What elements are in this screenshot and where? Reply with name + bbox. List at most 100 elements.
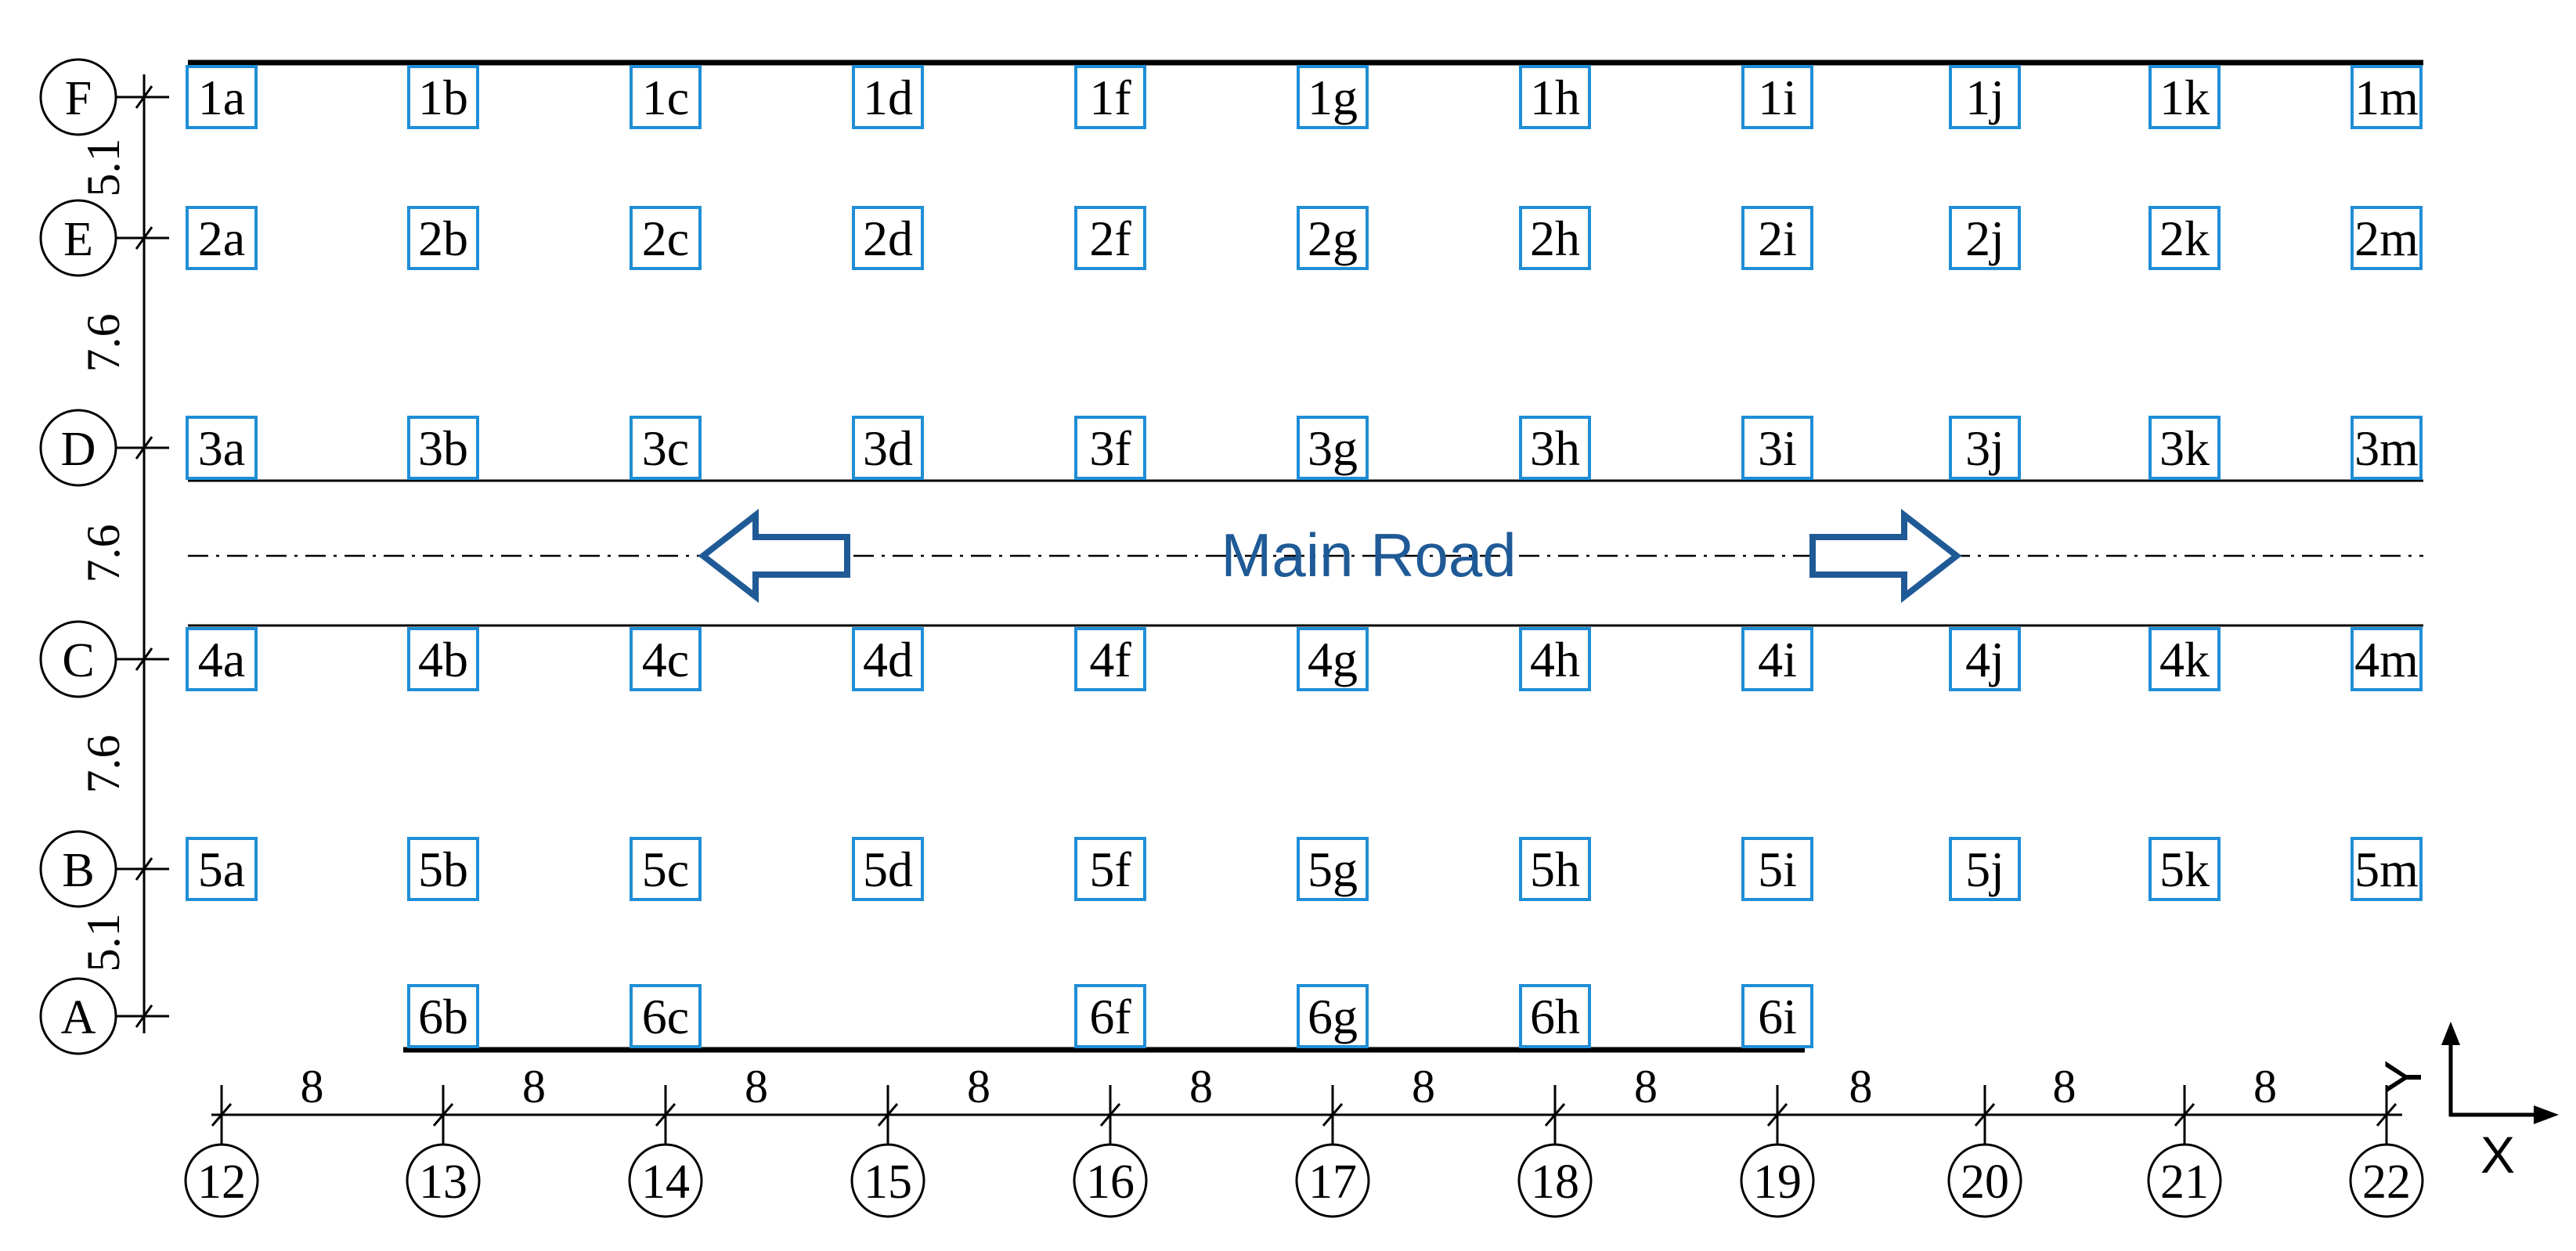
column-label: 6i bbox=[1758, 989, 1797, 1044]
column-box bbox=[852, 627, 924, 691]
column-label: 6g bbox=[1308, 989, 1358, 1044]
column-2h: 2h bbox=[1519, 206, 1591, 270]
column-label: 2b bbox=[418, 211, 468, 266]
column-5i: 5i bbox=[1741, 837, 1813, 901]
row-tick bbox=[135, 647, 153, 671]
column-1g: 1g bbox=[1297, 65, 1369, 129]
main-road: Main Road bbox=[188, 508, 2423, 604]
column-1c: 1c bbox=[630, 65, 702, 129]
column-box bbox=[1519, 627, 1591, 691]
column-label: 1j bbox=[1965, 70, 2004, 125]
column-box bbox=[1741, 837, 1813, 901]
column-circle bbox=[184, 1143, 259, 1218]
column-5m: 5m bbox=[2351, 837, 2423, 901]
column-label: 4j bbox=[1965, 632, 2004, 687]
column-box bbox=[186, 837, 258, 901]
column-circle bbox=[1295, 1143, 1370, 1218]
column-label: 5m bbox=[2354, 842, 2419, 897]
column-label: 5a bbox=[198, 842, 245, 897]
row-marker-E: E bbox=[39, 199, 169, 277]
column-label: 4f bbox=[1089, 632, 1131, 687]
column-box bbox=[1519, 416, 1591, 480]
column-marker-16: 16 bbox=[1073, 1085, 1148, 1218]
column-3g: 3g bbox=[1297, 416, 1369, 480]
column-label: 4d bbox=[863, 632, 913, 687]
column-marker-21: 21 bbox=[2147, 1085, 2222, 1218]
column-2g: 2g bbox=[1297, 206, 1369, 270]
row-marker-F: F bbox=[39, 58, 169, 136]
column-label: 6f bbox=[1089, 989, 1131, 1044]
column-label: 1m bbox=[2354, 70, 2419, 125]
row-label: F bbox=[65, 72, 92, 125]
column-marker-13: 13 bbox=[406, 1085, 481, 1218]
row-dimension: 5.1 bbox=[78, 139, 129, 197]
column-label: 2i bbox=[1758, 211, 1797, 266]
column-box bbox=[630, 627, 702, 691]
column-label: 4a bbox=[198, 632, 245, 687]
column-5h: 5h bbox=[1519, 837, 1591, 901]
column-label: 2k bbox=[2159, 211, 2210, 266]
xy-axes-indicator: YX bbox=[2374, 1022, 2559, 1184]
column-circle bbox=[1947, 1143, 2022, 1218]
column-circle bbox=[2349, 1143, 2424, 1218]
column-label: 6c bbox=[642, 989, 689, 1044]
column-box bbox=[2148, 416, 2221, 480]
row-tick bbox=[135, 436, 153, 460]
column-label: 1d bbox=[863, 70, 913, 125]
column-dimension: 8 bbox=[745, 1061, 768, 1112]
column-1d: 1d bbox=[852, 65, 924, 129]
column-box bbox=[2148, 837, 2221, 901]
column-marker-17: 17 bbox=[1295, 1085, 1370, 1218]
row-label: E bbox=[63, 213, 93, 266]
column-box bbox=[407, 627, 479, 691]
column-tick bbox=[1766, 1103, 1788, 1127]
column-label: 1f bbox=[1089, 70, 1131, 125]
column-dimension: 8 bbox=[1189, 1061, 1213, 1112]
column-box bbox=[1949, 837, 2021, 901]
column-box bbox=[852, 837, 924, 901]
column-label: 2a bbox=[198, 211, 245, 266]
column-3b: 3b bbox=[407, 416, 479, 480]
column-3c: 3c bbox=[630, 416, 702, 480]
column-tick bbox=[432, 1103, 454, 1127]
row-tick bbox=[135, 85, 153, 109]
column-box bbox=[1297, 416, 1369, 480]
column-label: 16 bbox=[1086, 1155, 1135, 1209]
column-box bbox=[2148, 627, 2221, 691]
column-label: 1b bbox=[418, 70, 468, 125]
column-box bbox=[1519, 65, 1591, 129]
column-6c: 6c bbox=[630, 984, 702, 1048]
column-marker-15: 15 bbox=[850, 1085, 925, 1218]
column-label: 4k bbox=[2159, 632, 2210, 687]
column-1i: 1i bbox=[1741, 65, 1813, 129]
column-label: 2c bbox=[642, 211, 689, 266]
row-tick bbox=[135, 857, 153, 881]
column-box bbox=[1949, 206, 2021, 270]
column-6g: 6g bbox=[1297, 984, 1369, 1048]
road-arrow-right bbox=[1809, 508, 1962, 604]
row-label: A bbox=[61, 991, 96, 1044]
column-5c: 5c bbox=[630, 837, 702, 901]
column-2a: 2a bbox=[186, 206, 258, 270]
column-box bbox=[2351, 206, 2423, 270]
row-marker-D: D bbox=[39, 409, 169, 487]
column-3k: 3k bbox=[2148, 416, 2221, 480]
column-box bbox=[407, 837, 479, 901]
road-label: Main Road bbox=[1221, 521, 1516, 589]
column-4b: 4b bbox=[407, 627, 479, 691]
column-box bbox=[1074, 627, 1146, 691]
column-box bbox=[2351, 627, 2423, 691]
column-dimension: 8 bbox=[2253, 1061, 2277, 1112]
column-label: 2g bbox=[1308, 211, 1358, 266]
column-3i: 3i bbox=[1741, 416, 1813, 480]
column-box bbox=[1074, 65, 1146, 129]
column-3f: 3f bbox=[1074, 416, 1146, 480]
column-2f: 2f bbox=[1074, 206, 1146, 270]
column-box bbox=[1741, 65, 1813, 129]
column-label: 19 bbox=[1753, 1155, 1802, 1209]
column-label: 3g bbox=[1308, 420, 1358, 476]
column-box bbox=[1949, 65, 2021, 129]
